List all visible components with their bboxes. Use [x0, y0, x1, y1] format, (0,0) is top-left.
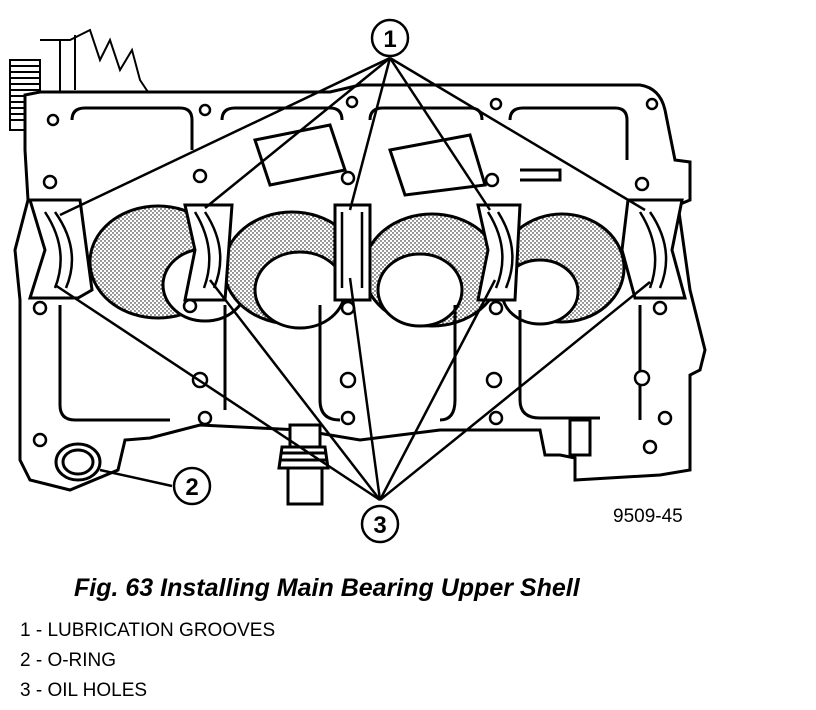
figure-caption: Fig. 63 Installing Main Bearing Upper Sh…: [74, 574, 580, 602]
engine-block-diagram: 1 2 3 9509-45: [9, 18, 707, 544]
lower-skirt: [58, 305, 642, 457]
legend-item-oil-holes: 3 - OIL HOLES: [20, 680, 148, 701]
callout-2-label: 2: [185, 474, 198, 501]
callout-2: 2: [172, 466, 212, 506]
callout-3: 3: [360, 504, 400, 544]
leader-lines-1: [59, 56, 646, 217]
bearing-shells: [43, 211, 668, 289]
top-deck-openings: [70, 106, 629, 197]
figure-number: 9509-45: [613, 506, 683, 527]
legend: 1 - LUBRICATION GROOVES 2 - O-RING 3 - O…: [20, 620, 275, 710]
callout-1-label: 1: [383, 26, 396, 53]
oil-pressure-sender: [277, 423, 330, 506]
legend-item-o-ring: 2 - O-RING: [20, 650, 117, 671]
o-ring: [54, 442, 102, 482]
bolt-holes: [32, 95, 673, 455]
leader-line-2: [99, 468, 173, 488]
leader-lines-3: [54, 277, 651, 502]
callout-1: 1: [370, 18, 410, 58]
legend-item-lubrication-grooves: 1 - LUBRICATION GROOVES: [20, 620, 276, 641]
callout-3-label: 3: [373, 512, 386, 539]
